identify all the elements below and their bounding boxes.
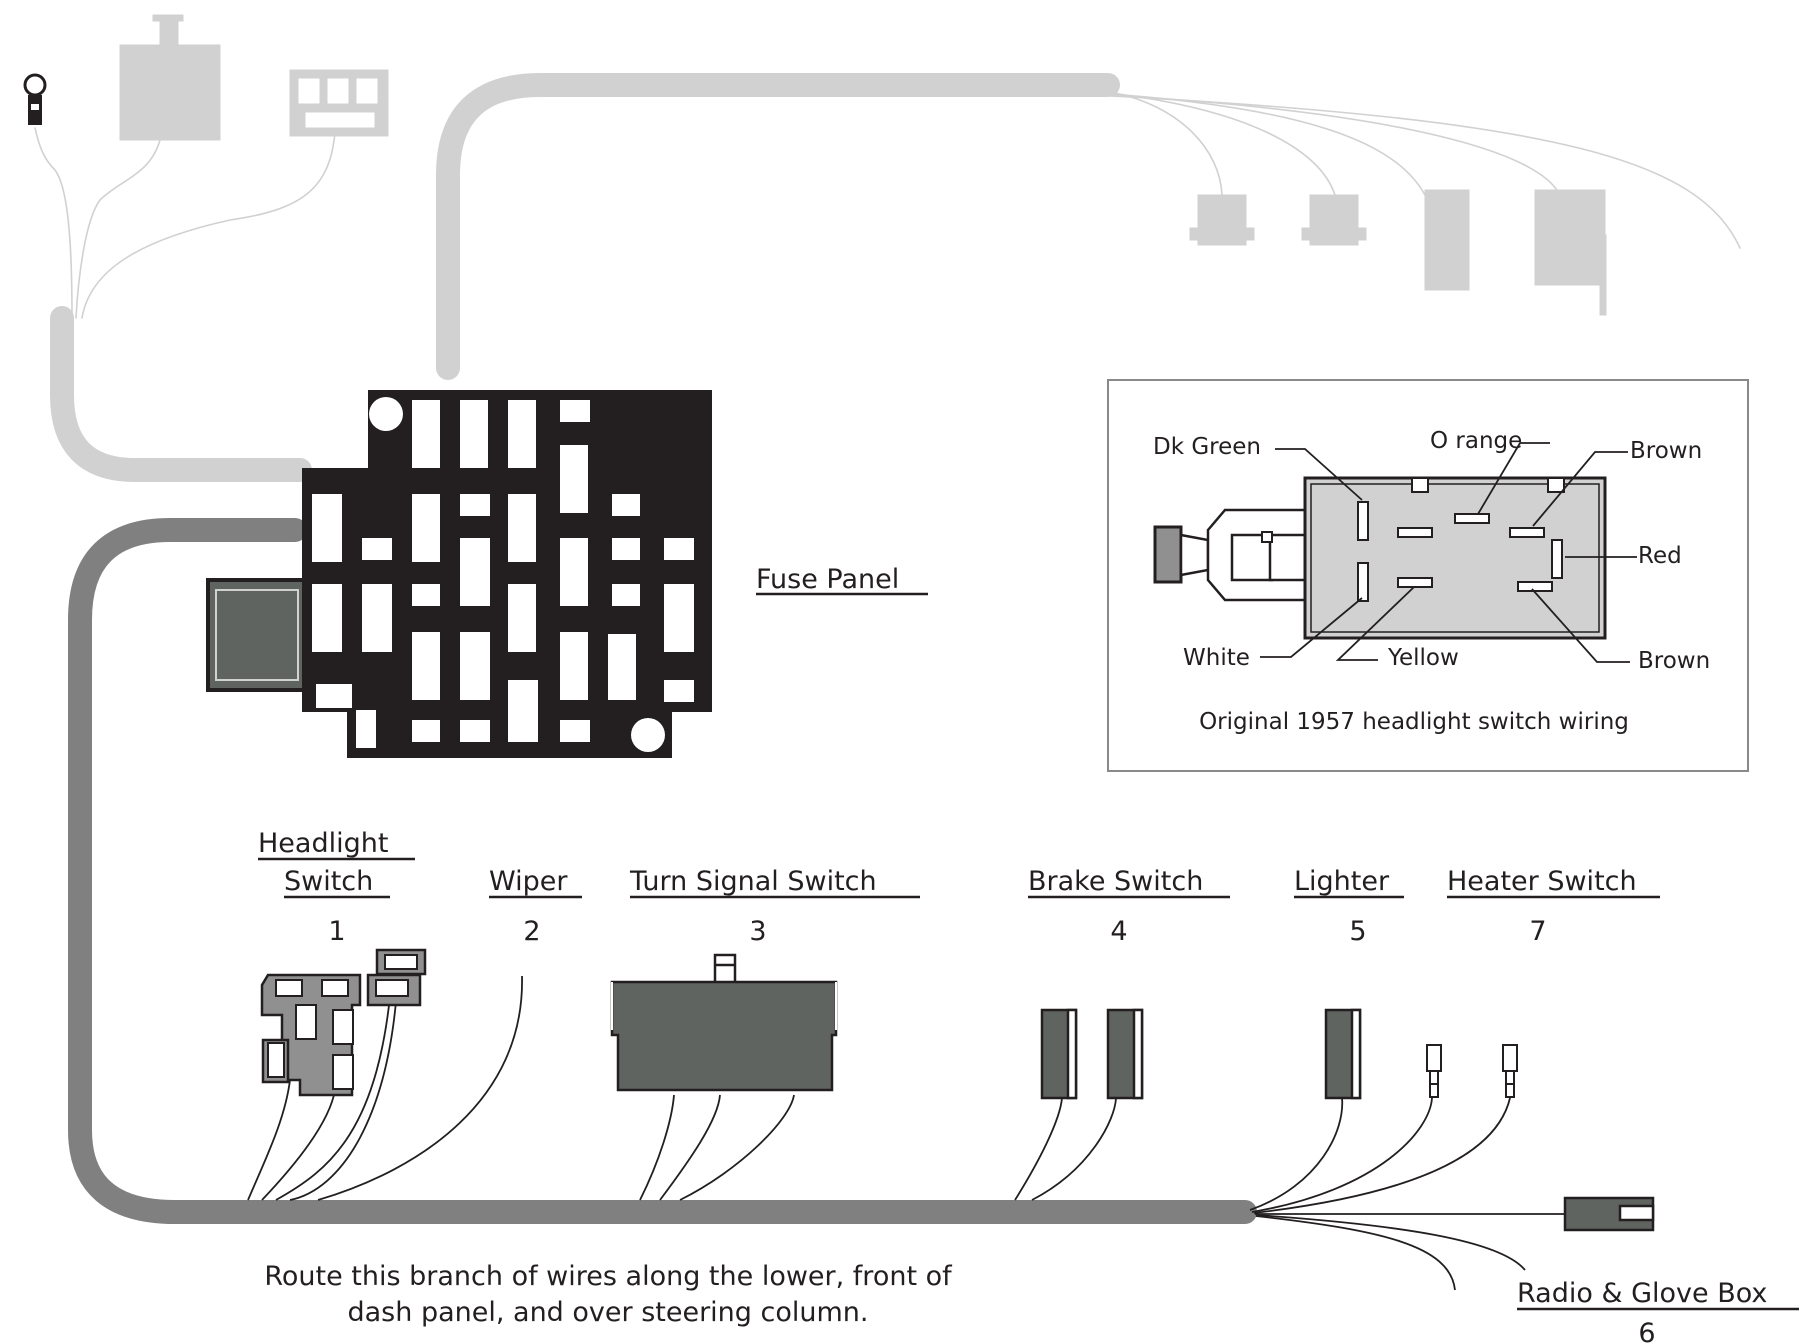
upper-faded-connectors: [23, 14, 1607, 316]
radio-glove-box-number: 6: [1638, 1318, 1655, 1343]
headlight-label-line2: Switch: [284, 866, 373, 897]
component-labels: Headlight Switch 1 Wiper 2 Turn Signal S…: [258, 828, 1799, 1343]
wire-label-white: White: [1183, 645, 1250, 671]
inset-wire-labels: Dk Green O range Brown Red Brown White Y…: [1153, 428, 1710, 674]
switch-knob: [1153, 525, 1183, 584]
headlight-number: 1: [328, 916, 345, 947]
brake-switch-number: 4: [1110, 916, 1127, 947]
fuse-panel-bracket: [206, 578, 310, 692]
faded-socket-2: [1301, 194, 1367, 246]
routing-note-line1: Route this branch of wires along the low…: [264, 1261, 953, 1292]
branch-wires: [247, 974, 1565, 1291]
turn-signal-label: Turn Signal Switch: [629, 866, 877, 897]
lighter-number: 5: [1349, 916, 1366, 947]
wire-label-yellow: Yellow: [1387, 645, 1459, 671]
wire-label-dk-green: Dk Green: [1153, 434, 1261, 460]
upper-harness-wires: [34, 91, 1741, 319]
inset-caption: Original 1957 headlight switch wiring: [1199, 709, 1629, 735]
fuse-panel: [206, 390, 712, 758]
wire-label-orange: O range: [1430, 428, 1522, 454]
upper-harness: [34, 73, 1741, 482]
fuse-panel-label-group: Fuse Panel: [756, 564, 928, 596]
fuse-slots: [312, 397, 694, 752]
brake-switch-label: Brake Switch: [1028, 866, 1203, 897]
faded-plug-1: [1424, 189, 1470, 291]
turn-signal-connector: [610, 953, 838, 1092]
heater-switch-number: 7: [1529, 916, 1546, 947]
wiper-number: 2: [523, 916, 540, 947]
faded-socket-1: [1189, 194, 1255, 246]
radio-glove-box-connector: [1563, 1196, 1655, 1232]
lighter-connector: [1324, 1008, 1362, 1100]
ring-terminal-connector: [23, 73, 47, 125]
headlight-label-line1: Headlight: [258, 828, 388, 859]
upper-harness-trunk-top: [436, 73, 1120, 380]
lower-harness: [68, 518, 1257, 1224]
heater-spade-terminal-b: [1502, 1044, 1518, 1098]
brake-switch-connector-b: [1106, 1008, 1144, 1100]
headlight-switch-connector: [260, 948, 427, 1097]
heater-spade-terminal-a: [1426, 1044, 1442, 1098]
wire-label-brown-top: Brown: [1630, 438, 1702, 464]
upper-harness-trunk-left: [50, 306, 312, 482]
faded-multi-connector: [289, 69, 389, 137]
routing-note-line2: dash panel, and over steering column.: [348, 1297, 869, 1328]
lower-harness-trunk: [68, 518, 1257, 1224]
heater-switch-label: Heater Switch: [1447, 866, 1637, 897]
fuse-panel-body: [302, 390, 712, 758]
radio-glove-box-label: Radio & Glove Box: [1517, 1278, 1767, 1309]
brake-switch-connector-a: [1040, 1008, 1078, 1100]
lower-connectors: [260, 948, 1655, 1232]
wire-label-red: Red: [1638, 543, 1682, 569]
turn-signal-number: 3: [749, 916, 766, 947]
wiper-label: Wiper: [489, 866, 568, 897]
inset-leader-lines: [1260, 442, 1637, 663]
switch-terminals: [1357, 477, 1565, 602]
faded-block-connector: [119, 14, 221, 141]
headlight-switch-inset: Dk Green O range Brown Red Brown White Y…: [1107, 379, 1749, 772]
headlight-switch-drawing: [1153, 442, 1637, 663]
lighter-label: Lighter: [1294, 866, 1390, 897]
faded-plug-2: [1534, 189, 1607, 316]
wire-label-brown-bottom: Brown: [1638, 648, 1710, 674]
routing-note: Route this branch of wires along the low…: [264, 1261, 953, 1328]
fuse-panel-label: Fuse Panel: [756, 564, 899, 595]
